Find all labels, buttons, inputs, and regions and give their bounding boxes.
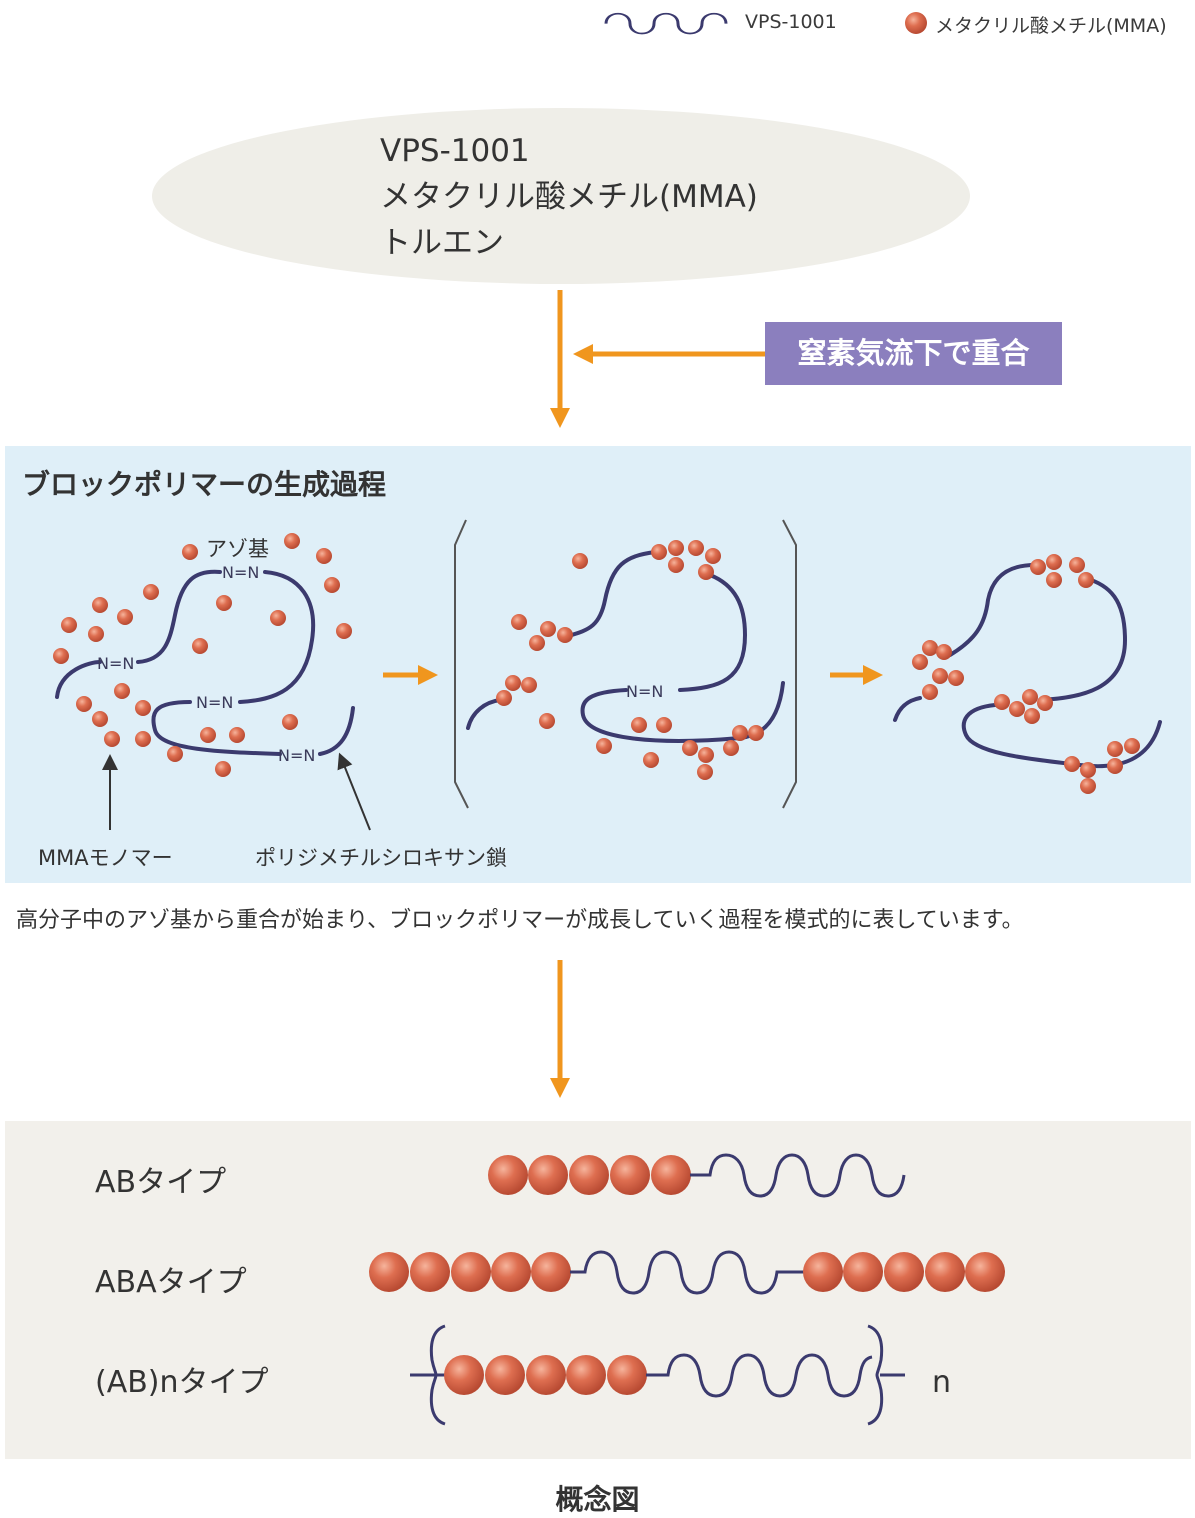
legend-chain-label: VPS-1001 xyxy=(745,11,837,33)
process-caption: 高分子中のアゾ基から重合が始まり、ブロックポリマーが成長していく過程を模式的に表… xyxy=(16,908,1024,933)
azo-symbol-5: N=N xyxy=(626,682,664,701)
ab-type-label: ABタイプ xyxy=(95,1165,227,1200)
chain-pointer xyxy=(337,752,371,831)
azo-group-label: アゾ基 xyxy=(206,537,269,561)
stage-3 xyxy=(893,563,1162,769)
ab-type-graphic xyxy=(488,1153,906,1198)
process-panel xyxy=(5,446,1191,883)
process-title: ブロックポリマーの生成過程 xyxy=(22,468,387,501)
abn-type-label: (AB)nタイプ xyxy=(95,1365,269,1400)
azo-symbol-4: N=N xyxy=(278,746,316,765)
legend-chain-icon xyxy=(604,12,728,35)
monomer-label: MMAモノマー xyxy=(38,846,173,870)
reactant-1: VPS-1001 xyxy=(380,133,530,169)
stage-2 xyxy=(466,550,785,743)
stage-3-beads xyxy=(912,554,1140,794)
aba-type-label: ABAタイプ xyxy=(95,1265,247,1300)
repeat-n-label: n xyxy=(932,1365,952,1400)
chain-label: ポリジメチルシロキサン鎖 xyxy=(255,846,507,870)
reactant-2: メタクリル酸メチル(MMA) xyxy=(380,179,758,215)
azo-symbol-2: N=N xyxy=(97,654,135,673)
azo-symbol-3: N=N xyxy=(196,693,234,712)
legend-bead-icon xyxy=(905,12,927,34)
stage-1-beads xyxy=(53,533,352,777)
stage-1 xyxy=(55,569,355,756)
legend-bead-label: メタクリル酸メチル(MMA) xyxy=(935,15,1167,37)
reactant-ellipse xyxy=(152,108,970,284)
aba-type-graphic xyxy=(369,1250,1005,1295)
stage-2-brackets xyxy=(454,519,797,809)
reactant-3: トルエン xyxy=(380,225,504,261)
condition-label: 窒素気流下で重合 xyxy=(765,322,1062,385)
azo-symbol-1: N=N xyxy=(222,563,260,582)
abn-type-graphic xyxy=(410,1324,905,1426)
stage-2-beads xyxy=(496,540,764,780)
figure-caption: 概念図 xyxy=(555,1483,640,1516)
reactant-list: VPS-1001 メタクリル酸メチル(MMA) トルエン xyxy=(380,128,758,266)
